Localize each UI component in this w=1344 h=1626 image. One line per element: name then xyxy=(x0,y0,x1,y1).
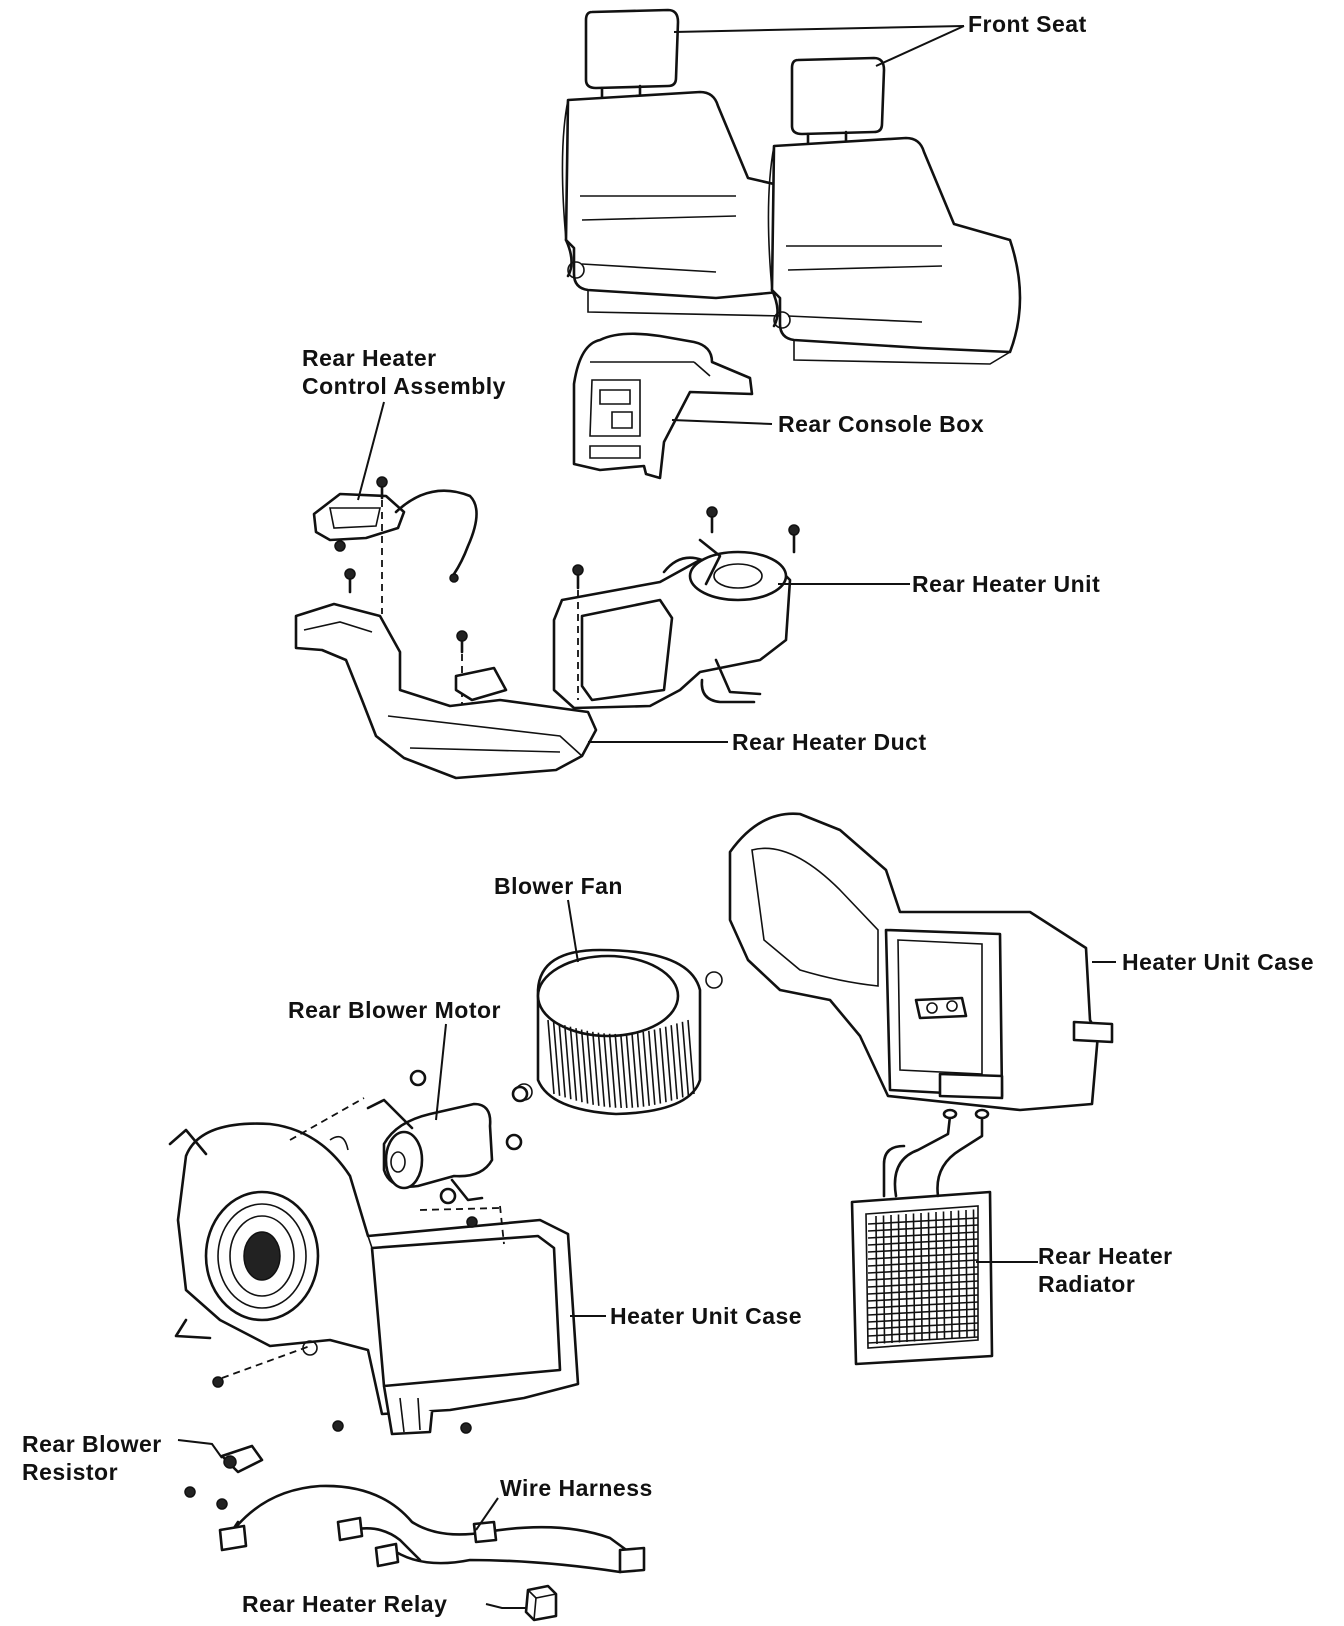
label-rear-heater-control-line2: Control Assembly xyxy=(302,373,506,399)
fan-blade xyxy=(620,1033,628,1109)
label-rear-heater-control-line1: Rear Heater xyxy=(302,345,437,371)
fan-blade xyxy=(614,1033,622,1109)
radiator-fin xyxy=(867,1238,979,1246)
label-wire-harness: Wire Harness xyxy=(500,1475,653,1501)
radiator-tube xyxy=(920,1212,923,1342)
fan-blade xyxy=(575,1028,583,1103)
fan-blade xyxy=(597,1032,606,1107)
rear-heater-duct xyxy=(294,602,598,780)
fan-blade xyxy=(580,1029,589,1104)
rear-heater-unit xyxy=(552,506,800,710)
fan-blade xyxy=(636,1032,645,1107)
label-heater-unit-case-left: Heater Unit Case xyxy=(610,1303,803,1329)
radiator-tube xyxy=(972,1209,976,1338)
radiator-tube xyxy=(950,1210,953,1340)
radiator-tube xyxy=(890,1214,893,1344)
wire-harness xyxy=(218,1484,646,1574)
radiator-tube xyxy=(927,1212,931,1341)
fan-blade xyxy=(592,1031,600,1106)
fan-blade xyxy=(653,1029,662,1104)
label-rear-heater-radiator-line2: Radiator xyxy=(1038,1271,1136,1297)
front-seat-right xyxy=(767,56,1022,365)
rear-heater-relay xyxy=(524,1584,558,1622)
radiator-fin xyxy=(867,1217,979,1225)
fan-blade xyxy=(625,1033,634,1108)
fan-blade xyxy=(648,1030,656,1105)
radiator-tube xyxy=(965,1209,968,1339)
label-rear-heater-relay: Rear Heater Relay xyxy=(242,1591,448,1617)
radiator-tube xyxy=(882,1215,886,1344)
label-rear-blower-resistor-line2: Resistor xyxy=(22,1459,119,1485)
radiator-tube xyxy=(897,1214,901,1343)
heater-unit-case-left xyxy=(168,1097,580,1436)
radiator-tube xyxy=(912,1213,916,1342)
fan-blade xyxy=(676,1023,684,1098)
rear-blower-motor xyxy=(329,1069,529,1205)
radiator-fin xyxy=(867,1231,979,1239)
fan-blade xyxy=(642,1031,650,1106)
label-rear-blower-resistor-line1: Rear Blower xyxy=(22,1431,162,1457)
label-front-seat: Front Seat xyxy=(968,11,1087,37)
fan-blade xyxy=(664,1026,673,1101)
label-rear-heater-radiator-line1: Rear Heater xyxy=(1038,1243,1173,1269)
blower-fan xyxy=(515,948,723,1116)
rear-blower-resistor xyxy=(184,1444,264,1510)
fan-blade xyxy=(564,1025,572,1100)
radiator-tube xyxy=(905,1213,908,1343)
fan-blade xyxy=(670,1025,678,1100)
label-heater-unit-case-right: Heater Unit Case xyxy=(1122,949,1315,975)
radiator-fin xyxy=(867,1245,979,1253)
fan-blade xyxy=(547,1019,555,1095)
fan-blade xyxy=(659,1028,667,1103)
leader-lines xyxy=(177,25,1116,1609)
front-seat-left xyxy=(561,8,808,317)
fan-blade xyxy=(687,1019,695,1095)
fan-blade xyxy=(681,1021,690,1096)
label-rear-console-box: Rear Console Box xyxy=(778,411,985,437)
fan-blade xyxy=(631,1033,639,1108)
radiator-tube xyxy=(875,1215,878,1345)
radiator-fin xyxy=(867,1252,979,1260)
radiator-tube xyxy=(942,1211,946,1340)
label-rear-heater-unit: Rear Heater Unit xyxy=(912,571,1101,597)
label-rear-blower-motor: Rear Blower Motor xyxy=(288,997,501,1023)
fan-blade xyxy=(569,1026,578,1101)
radiator-tube xyxy=(935,1211,938,1341)
radiator-tube xyxy=(957,1210,961,1339)
label-rear-heater-duct: Rear Heater Duct xyxy=(732,729,927,755)
rear-console-box xyxy=(572,332,754,480)
radiator-fin xyxy=(867,1224,979,1232)
fan-blade xyxy=(552,1021,561,1096)
label-blower-fan: Blower Fan xyxy=(494,873,623,899)
rear-heater-radiator xyxy=(850,1108,994,1366)
fan-blade xyxy=(608,1033,617,1108)
fan-blade xyxy=(603,1033,611,1108)
heater-unit-case-right xyxy=(728,812,1114,1112)
fan-blade xyxy=(586,1030,594,1105)
fan-blade xyxy=(558,1023,566,1098)
